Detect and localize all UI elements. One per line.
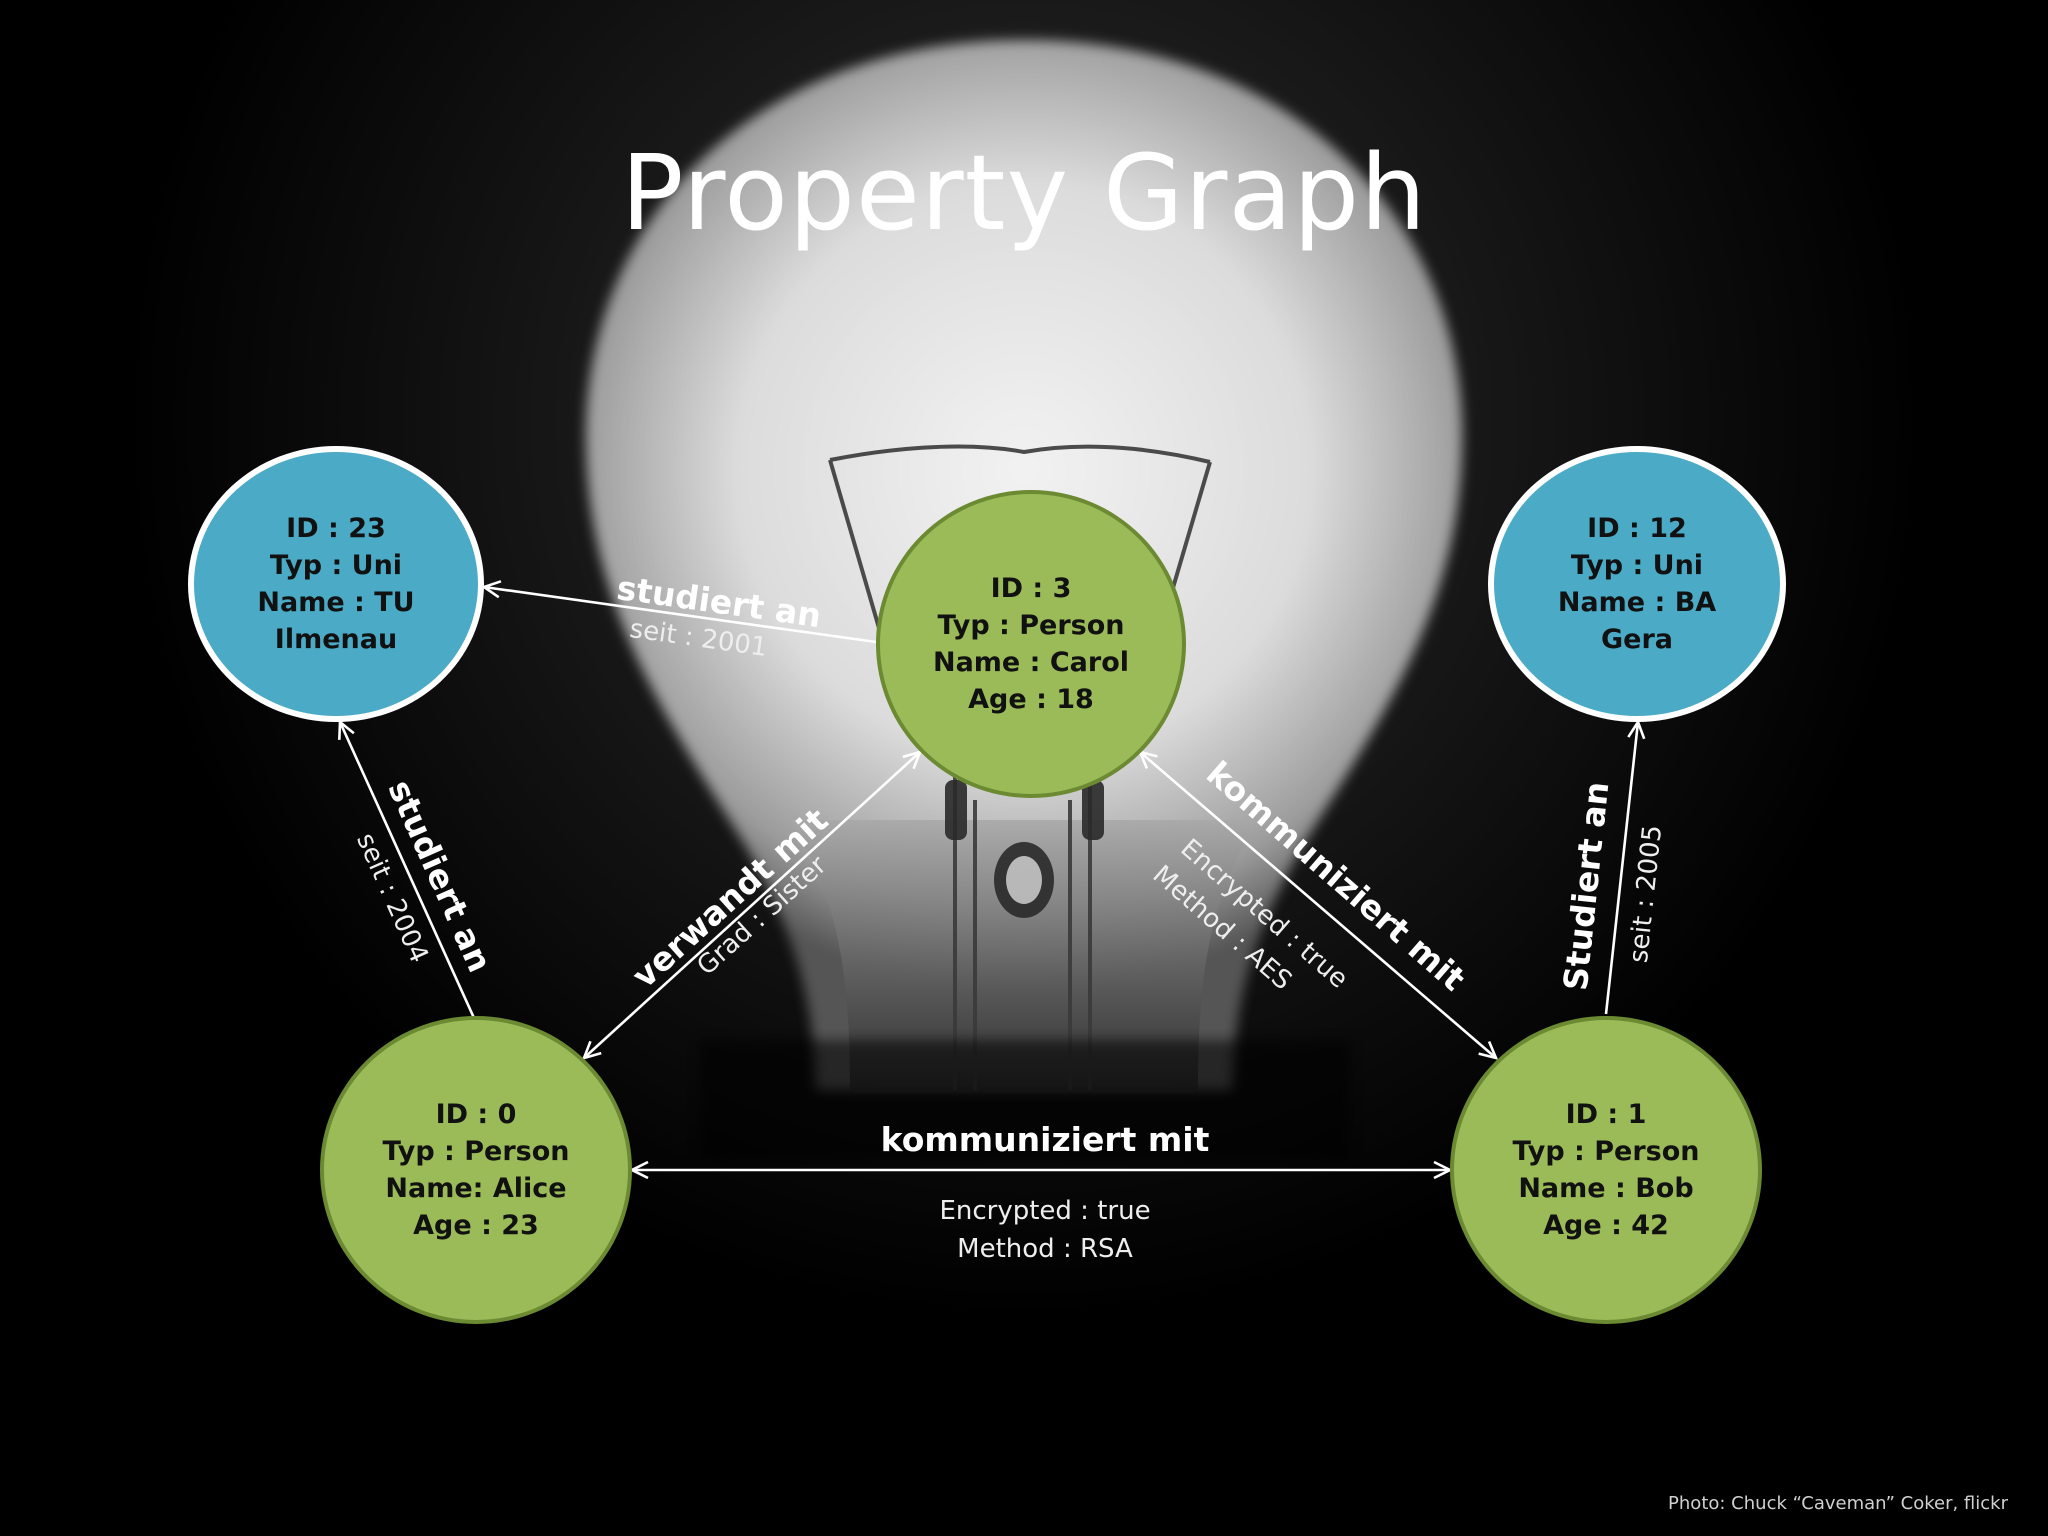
node-alice-age: Age : 23 — [413, 1210, 539, 1241]
edge-prop-alice-bob-encrypted: Encrypted : true — [939, 1196, 1151, 1226]
node-bob-name: Name : Bob — [1518, 1173, 1694, 1204]
node-alice-id: ID : 0 — [435, 1099, 517, 1130]
photo-credit: Photo: Chuck “Caveman” Coker, flickr — [1668, 1493, 2008, 1514]
edge-alice-tu — [340, 722, 476, 1019]
node-ba-name: Name : BA — [1557, 587, 1717, 618]
node-ba-name-2: Gera — [1600, 624, 1673, 655]
node-bob[interactable]: ID : 1 Typ : Person Name : Bob Age : 42 — [1450, 1016, 1762, 1324]
node-alice[interactable]: ID : 0 Typ : Person Name: Alice Age : 23 — [320, 1016, 632, 1324]
edge-prop-alice-bob-method: Method : RSA — [957, 1234, 1133, 1264]
page-title: Property Graph — [620, 132, 1428, 254]
edge-carol-tu — [484, 587, 877, 644]
node-bob-id: ID : 1 — [1565, 1099, 1647, 1130]
node-carol[interactable]: ID : 3 Typ : Person Name : Carol Age : 1… — [876, 490, 1186, 798]
node-bob-typ: Typ : Person — [1512, 1136, 1700, 1167]
node-carol-id: ID : 3 — [990, 573, 1072, 604]
node-carol-typ: Typ : Person — [937, 610, 1125, 641]
node-alice-typ: Typ : Person — [382, 1136, 570, 1167]
node-carol-name: Name : Carol — [932, 647, 1129, 678]
edge-carol-bob — [1140, 752, 1496, 1058]
node-bob-age: Age : 42 — [1543, 1210, 1669, 1241]
edge-bob-ba — [1604, 722, 1638, 1015]
node-tu-id: ID : 23 — [286, 513, 386, 544]
node-carol-age: Age : 18 — [968, 684, 1094, 715]
node-tu-name-2: Ilmenau — [274, 624, 398, 655]
node-ba-gera[interactable]: ID : 12 Typ : Uni Name : BA Gera — [1488, 446, 1786, 722]
edge-alice-carol — [584, 752, 920, 1058]
node-tu-ilmenau[interactable]: ID : 23 Typ : Uni Name : TU Ilmenau — [188, 446, 484, 722]
node-ba-typ: Typ : Uni — [1570, 550, 1704, 581]
edge-label-alice-bob: kommuniziert mit — [880, 1120, 1210, 1159]
node-ba-id: ID : 12 — [1587, 513, 1687, 544]
node-tu-name: Name : TU — [257, 587, 415, 618]
node-alice-name: Name: Alice — [385, 1173, 567, 1204]
node-tu-typ: Typ : Uni — [269, 550, 403, 581]
